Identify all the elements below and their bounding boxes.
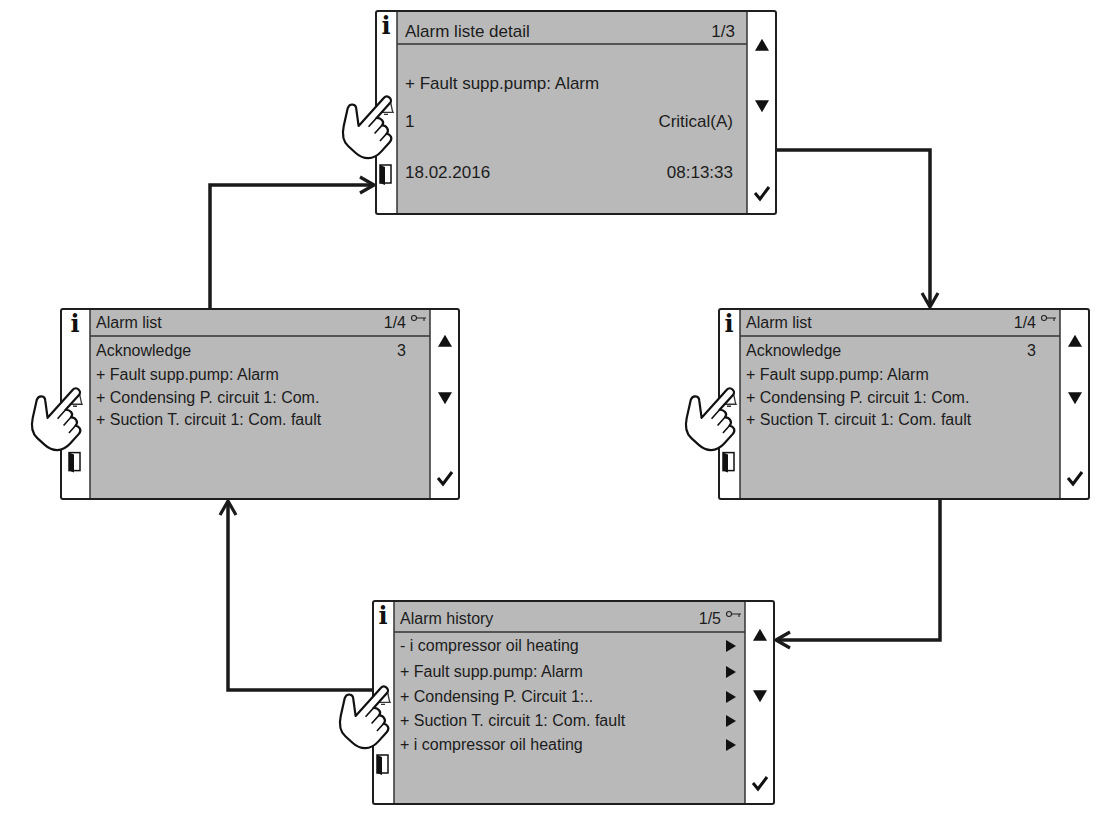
screen-row-text: 3	[1027, 342, 1036, 360]
key-icon	[1042, 316, 1047, 321]
screen-header-text: Alarm list	[96, 314, 162, 332]
strip-divider	[429, 310, 431, 498]
screen-header-text: 1/4	[384, 314, 406, 332]
door-leaf	[377, 755, 382, 775]
screen-row-text: + i compressor oil heating	[400, 736, 583, 754]
screen-row-text: + Fault supp.pump: Alarm	[746, 366, 929, 384]
screen-row-text: 08:13:33	[667, 163, 733, 183]
flow-arrow	[210, 185, 374, 308]
hand-finger-lines	[367, 118, 390, 141]
info-icon-label: i	[70, 312, 79, 336]
key-icon	[1047, 318, 1057, 321]
lcd-area	[397, 12, 747, 213]
lcd-area	[394, 602, 745, 803]
confirm-button	[438, 472, 452, 484]
strip-divider	[746, 12, 748, 213]
screen-row-text: + Fault supp.pump: Alarm	[400, 663, 583, 681]
door-leaf	[380, 165, 385, 185]
screen-row-text: + Suction T. circuit 1: Com. fault	[746, 411, 971, 429]
screen-row-text: + Suction T. circuit 1: Com. fault	[96, 411, 321, 429]
lcd-area	[90, 310, 430, 498]
screen-header-text: Alarm liste detail	[405, 22, 530, 42]
screen-row-text: Acknowledge	[746, 342, 841, 360]
header-rule	[90, 335, 430, 337]
flow-arrow	[776, 500, 940, 640]
key-icon	[417, 318, 427, 321]
hand-finger-lines	[710, 410, 733, 433]
screen-header-text: 1/3	[711, 22, 735, 42]
info-icon-label: i	[724, 312, 733, 336]
strip-divider	[396, 12, 398, 213]
row-arrow	[726, 739, 736, 751]
flow-arrow	[777, 150, 930, 307]
down-button	[753, 690, 767, 702]
screen-row-text: + Condensing P. Circuit 1:..	[400, 688, 593, 706]
screen-header-text: Alarm history	[400, 610, 493, 628]
strip-divider	[739, 310, 741, 498]
info-icon-label: i	[378, 604, 387, 628]
up-button	[1068, 335, 1082, 347]
row-arrow	[726, 715, 736, 727]
confirm-button	[1068, 472, 1082, 484]
display-screen: Alarm list 1/4Acknowledge 3 + Fault supp.pu…	[718, 308, 1090, 500]
hand-finger-lines	[364, 708, 387, 731]
confirm-button	[755, 187, 769, 199]
screen-row-text: 18.02.2016	[405, 163, 490, 183]
screen-row-text: 3	[397, 342, 406, 360]
lcd-area	[740, 310, 1060, 498]
screen-row-text: + Suction T. circuit 1: Com. fault	[400, 712, 625, 730]
strip-divider	[89, 310, 91, 498]
door-leaf	[723, 453, 728, 473]
header-rule	[394, 631, 745, 633]
screen-header-text: 1/5	[699, 610, 721, 628]
row-arrow	[726, 691, 736, 703]
screen-header-text: 1/4	[1014, 314, 1036, 332]
confirm-button	[753, 777, 767, 789]
display-screen: Alarm list 1/4Acknowledge 3 + Fault supp.pu…	[60, 308, 460, 500]
hand-finger-lines	[56, 410, 79, 433]
key-icon	[732, 614, 742, 617]
info-icon-label: i	[381, 14, 390, 38]
screen-header-text: Alarm list	[746, 314, 812, 332]
up-button	[755, 39, 769, 51]
pointing-hand	[329, 81, 412, 165]
screen-row-text: + Condensing P. circuit 1: Com.	[746, 389, 969, 407]
pointing-hand	[326, 671, 409, 755]
screen-row-text: 1	[405, 112, 414, 132]
up-button	[438, 335, 452, 347]
row-arrow	[726, 640, 736, 652]
down-button	[438, 392, 452, 404]
pointing-hand	[672, 373, 755, 457]
screen-row-text: - i compressor oil heating	[400, 637, 579, 655]
door-leaf	[69, 453, 74, 473]
key-icon	[727, 612, 732, 617]
screen-row-text: Acknowledge	[96, 342, 191, 360]
flow-arrow	[228, 501, 372, 690]
up-button	[753, 629, 767, 641]
strip-divider	[1059, 310, 1061, 498]
down-button	[755, 100, 769, 112]
pointing-hand	[18, 373, 101, 457]
screen-row-text: + Condensing P. circuit 1: Com.	[96, 389, 319, 407]
screen-row-text: Critical(A)	[658, 112, 733, 132]
key-icon	[412, 316, 417, 321]
header-rule	[740, 335, 1060, 337]
screen-row-text: + Fault supp.pump: Alarm	[96, 366, 279, 384]
display-screen: Alarm history 1/5 - i compressor oil heati…	[372, 600, 775, 805]
display-screen: Alarm liste detail 1/3 + Fault supp.pump: …	[375, 10, 777, 215]
down-button	[1068, 392, 1082, 404]
row-arrow	[726, 666, 736, 678]
screen-row-text: + Fault supp.pump: Alarm	[405, 74, 599, 94]
header-rule	[397, 43, 747, 45]
